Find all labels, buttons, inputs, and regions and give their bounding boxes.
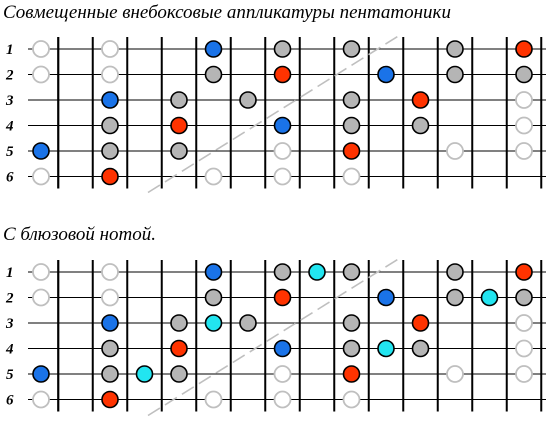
note-gray-circle <box>273 40 292 58</box>
note-open-circle <box>32 288 50 307</box>
blues-subtitle: С блюзовой нотой. <box>3 224 156 245</box>
note-open-circle <box>204 390 223 409</box>
note-open-circle <box>32 390 50 409</box>
note-gray-circle <box>101 339 119 358</box>
note-open-circle <box>446 142 464 160</box>
note-gray-circle <box>101 142 119 160</box>
note-open-circle <box>101 263 119 281</box>
note-blue-circle <box>204 263 223 281</box>
note-open-circle <box>273 390 292 409</box>
note-gray-circle <box>204 288 223 307</box>
note-open-circle <box>273 167 292 186</box>
note-blue-circle <box>32 365 50 383</box>
note-gray-circle <box>342 40 361 58</box>
note-gray-circle <box>273 263 292 281</box>
note-gray-circle <box>342 263 361 281</box>
string-number: 5 <box>6 367 14 383</box>
note-open-circle <box>204 167 223 186</box>
note-open-circle <box>515 314 533 332</box>
note-gray-circle <box>342 91 361 109</box>
diagonal-guide-line <box>147 257 401 417</box>
note-cyan-circle <box>480 288 499 307</box>
note-cyan-circle <box>204 314 223 332</box>
note-gray-circle <box>239 314 257 332</box>
note-red-circle <box>170 339 188 358</box>
note-gray-circle <box>101 365 119 383</box>
string-number: 2 <box>5 68 14 84</box>
note-red-circle <box>515 40 533 58</box>
note-gray-circle <box>170 365 188 383</box>
note-open-circle <box>101 65 119 84</box>
note-gray-circle <box>515 65 533 84</box>
note-blue-circle <box>101 91 119 109</box>
note-gray-circle <box>170 91 188 109</box>
main-title: Совмещенные внебоксовые аппликатуры пент… <box>3 2 451 23</box>
note-gray-circle <box>101 116 119 135</box>
note-blue-circle <box>32 142 50 160</box>
note-open-circle <box>342 390 361 409</box>
note-red-circle <box>273 65 292 84</box>
note-blue-circle <box>377 65 395 84</box>
note-blue-circle <box>101 314 119 332</box>
note-open-circle <box>101 288 119 307</box>
note-gray-circle <box>446 40 464 58</box>
note-open-circle <box>342 167 361 186</box>
note-open-circle <box>515 91 533 109</box>
note-red-circle <box>101 390 119 409</box>
note-gray-circle <box>342 339 361 358</box>
note-open-circle <box>32 65 50 84</box>
note-open-circle <box>515 142 533 160</box>
note-gray-circle <box>204 65 223 84</box>
string-number: 6 <box>6 393 14 409</box>
note-blue-circle <box>377 288 395 307</box>
string-number: 6 <box>6 170 14 186</box>
string-number: 3 <box>5 93 14 109</box>
note-open-circle <box>32 40 50 58</box>
note-red-circle <box>101 167 119 186</box>
note-red-circle <box>411 91 430 109</box>
string-number: 4 <box>5 119 14 135</box>
string-number: 2 <box>5 291 14 307</box>
note-open-circle <box>273 142 292 160</box>
note-gray-circle <box>446 263 464 281</box>
string-number: 5 <box>6 144 14 160</box>
note-gray-circle <box>342 116 361 135</box>
note-gray-circle <box>342 314 361 332</box>
note-gray-circle <box>170 314 188 332</box>
note-blue-circle <box>273 116 292 135</box>
note-blue-circle <box>204 40 223 58</box>
note-open-circle <box>32 263 50 281</box>
note-open-circle <box>515 339 533 358</box>
note-red-circle <box>342 365 361 383</box>
note-gray-circle <box>446 288 464 307</box>
note-open-circle <box>515 365 533 383</box>
note-open-circle <box>446 365 464 383</box>
note-cyan-circle <box>308 263 326 281</box>
note-open-circle <box>32 167 50 186</box>
note-red-circle <box>170 116 188 135</box>
diagonal-guide-line <box>147 34 401 194</box>
note-gray-circle <box>411 339 430 358</box>
string-number: 1 <box>6 42 14 58</box>
note-gray-circle <box>170 142 188 160</box>
note-open-circle <box>273 365 292 383</box>
note-red-circle <box>273 288 292 307</box>
string-number: 3 <box>5 316 14 332</box>
string-number: 1 <box>6 265 14 281</box>
note-cyan-circle <box>377 339 395 358</box>
note-red-circle <box>342 142 361 160</box>
note-red-circle <box>411 314 430 332</box>
note-red-circle <box>515 263 533 281</box>
note-cyan-circle <box>135 365 154 383</box>
note-open-circle <box>515 116 533 135</box>
note-blue-circle <box>273 339 292 358</box>
note-gray-circle <box>239 91 257 109</box>
string-number: 4 <box>5 342 14 358</box>
note-gray-circle <box>446 65 464 84</box>
note-gray-circle <box>515 288 533 307</box>
note-open-circle <box>101 40 119 58</box>
note-gray-circle <box>411 116 430 135</box>
